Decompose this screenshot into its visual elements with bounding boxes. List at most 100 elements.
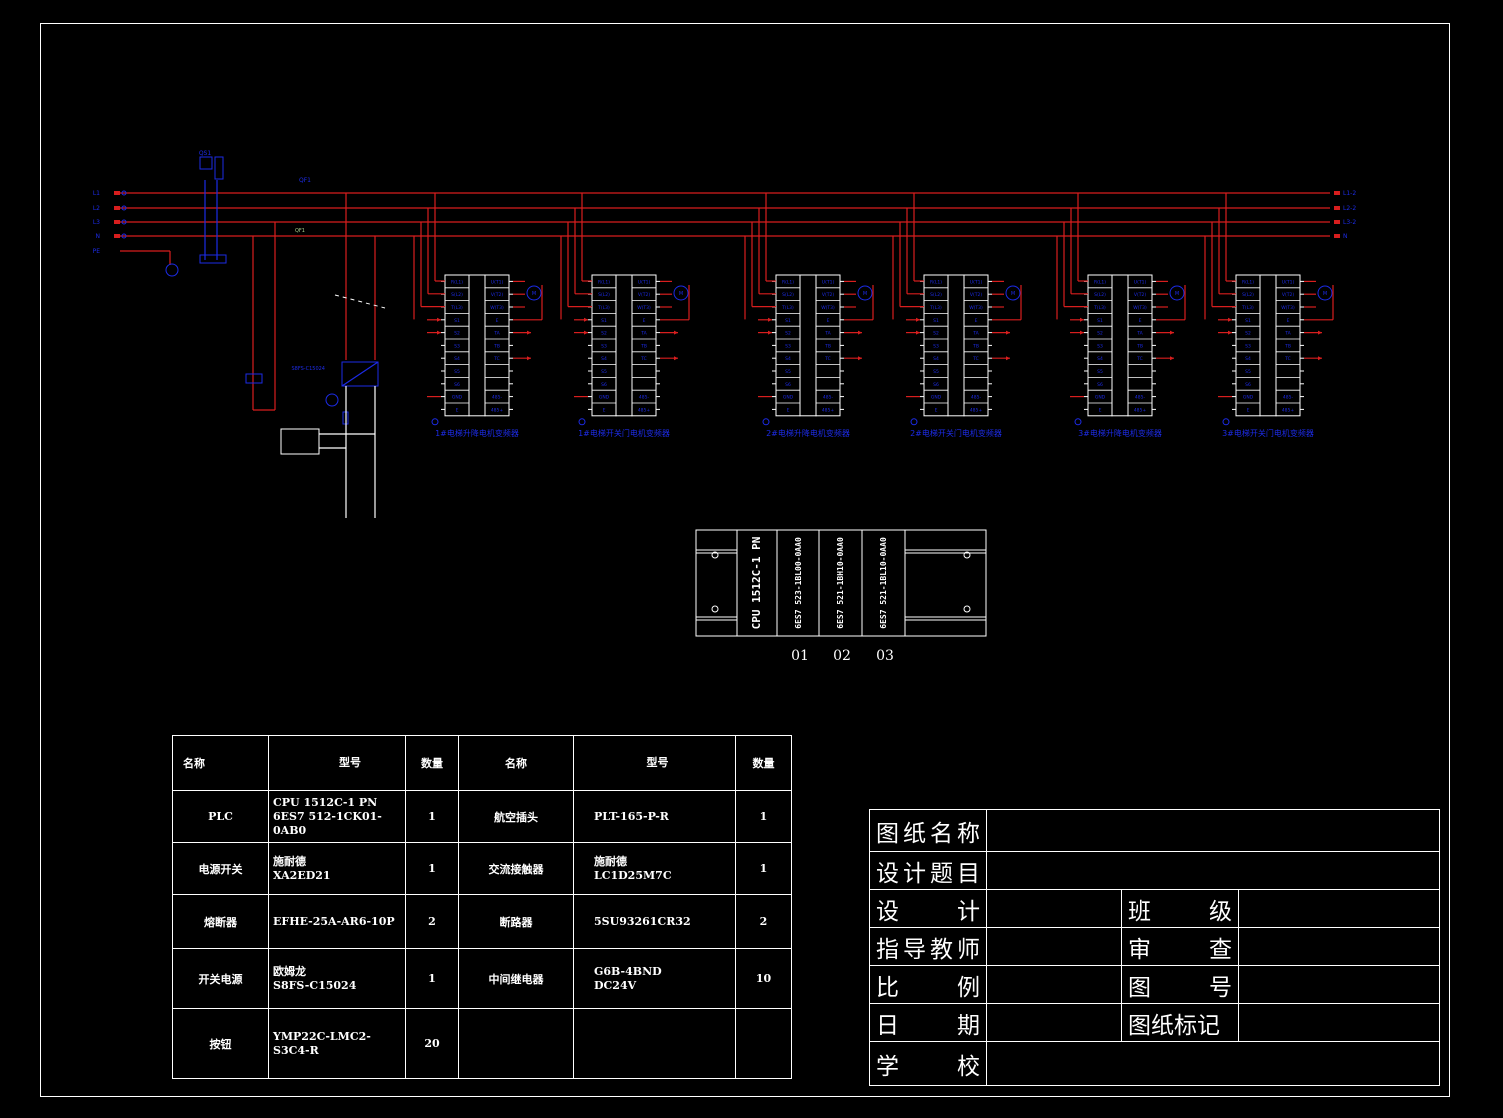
bom-cell-qty2	[735, 1008, 792, 1079]
motor-icon	[1169, 285, 1185, 301]
terminal-arrow-icon	[114, 206, 120, 210]
vfd-left-pin-label: GND	[599, 395, 610, 401]
vfd-left-pin-label: T(L3)	[1241, 305, 1254, 311]
ground-icon	[762, 418, 770, 426]
bom-cell-name2: 航空插头	[458, 790, 574, 843]
vfd-left-pin-label: S(L2)	[598, 292, 610, 298]
vfd-right-pin-label: TC	[493, 356, 500, 362]
terminal-arrow-icon	[114, 234, 120, 238]
vfd-right-pin-label: V(T2)	[1282, 292, 1294, 298]
vfd-right-pin-label: TA	[1136, 331, 1143, 337]
vfd-left-pin-label: S6	[933, 382, 939, 388]
vfd-left-pin-label: T(L3)	[450, 305, 463, 311]
value-scale	[986, 965, 1122, 1004]
motor-label: M	[679, 291, 683, 297]
bom-cell-qty2: 1	[735, 790, 792, 843]
vfd-right-pin-label: TC	[1284, 356, 1291, 362]
title-row-date: 日期 图纸标记	[869, 1003, 1440, 1042]
contactor-coil-icon	[245, 373, 263, 384]
mechanical-link-dashed	[334, 294, 386, 309]
motor-icon	[673, 285, 689, 301]
vfd-body	[799, 274, 817, 417]
value-review	[1238, 927, 1440, 966]
vfd-left-pin-label: S3	[1097, 343, 1103, 349]
motor-label: M	[863, 291, 867, 297]
bom-cell-name: PLC	[172, 790, 269, 843]
mounting-screw-icon	[711, 551, 719, 559]
vfd-left-pin-label: S4	[785, 356, 791, 362]
incoming-line-label: PE	[93, 248, 101, 255]
bom-cell-model: 施耐德 XA2ED21	[268, 842, 406, 895]
vfd-left-pin-label: S2	[1245, 331, 1251, 337]
vfd-right-pin-label: U(T1)	[822, 279, 835, 285]
vfd-left-pin-label: S3	[1245, 343, 1251, 349]
vfd-left-pin-label: S1	[454, 318, 460, 324]
vfd-left-pin-label: GND	[931, 395, 942, 401]
label-review: 审查	[1121, 927, 1239, 966]
vfd-left-pin-label: R(L1)	[930, 279, 942, 285]
bom-cell-name: 按钮	[172, 1008, 269, 1079]
vfd-right-pin-label: E	[975, 318, 978, 324]
value-drawing-mark	[1238, 1003, 1440, 1042]
value-class	[1238, 889, 1440, 928]
title-row-designer: 设计 班级	[869, 889, 1440, 928]
vfd-left-pin-label: R(L1)	[598, 279, 610, 285]
bom-header-qty2: 数量	[735, 735, 792, 791]
vfd-right-pin-label: W(T3)	[1281, 305, 1295, 311]
label-instructor: 指导教师	[869, 927, 987, 966]
incoming-line-label: L3	[93, 219, 100, 226]
value-drawing-no	[1238, 965, 1440, 1004]
mounting-screw-icon	[963, 605, 971, 613]
label-drawing-mark: 图纸标记	[1121, 1003, 1239, 1042]
motor-icon	[857, 285, 873, 301]
vfd-left-pin-label: GND	[1095, 395, 1106, 401]
bom-cell-name2: 交流接触器	[458, 842, 574, 895]
breaker-ref-label: QF1	[295, 228, 305, 234]
vfd-module-label: 3#电梯开关门电机变频器	[1222, 428, 1314, 438]
vfd-right-pin-label: W(T3)	[969, 305, 983, 311]
bom-cell-qty2: 2	[735, 894, 792, 949]
label-class: 班级	[1121, 889, 1239, 928]
vfd-left-pin-label: R(L1)	[1094, 279, 1106, 285]
vfd-left-pin-label: S4	[454, 356, 460, 362]
vfd-right-pin-label: V(T2)	[822, 292, 834, 298]
title-row-school: 学校	[869, 1041, 1440, 1086]
indicator-box	[280, 428, 320, 455]
terminal-arrow-icon	[1334, 206, 1340, 210]
vfd-left-pin-label: S6	[601, 382, 607, 388]
ground-icon	[165, 263, 179, 277]
vfd-left-pin-label: S(L2)	[930, 292, 942, 298]
power-supply-diagonal	[341, 361, 379, 387]
vfd-left-pin-label: S5	[1097, 369, 1103, 375]
main-switch-body-icon	[214, 156, 224, 180]
terminal-icon	[121, 219, 127, 225]
label-designer: 设计	[869, 889, 987, 928]
bom-cell-model2: G6B-4BND DC24V	[573, 948, 736, 1009]
motor-label: M	[532, 291, 536, 297]
bom-cell-qty2: 1	[735, 842, 792, 895]
ground-icon	[910, 418, 918, 426]
vfd-right-pin-label: 485+	[1282, 407, 1295, 413]
plc-module-label: 6ES7 523-1BL00-0AA0	[794, 537, 803, 629]
incoming-line-label: N	[96, 233, 101, 240]
bom-cell-qty: 1	[405, 790, 459, 843]
vfd-left-pin-label: S4	[933, 356, 939, 362]
vfd-left-pin-label: S6	[785, 382, 791, 388]
vfd-right-pin-label: U(T1)	[1282, 279, 1295, 285]
bom-cell-qty: 2	[405, 894, 459, 949]
vfd-left-pin-label: S1	[933, 318, 939, 324]
outgoing-line-label: L2-2	[1343, 205, 1356, 212]
vfd-left-pin-label: S2	[1097, 331, 1103, 337]
plc-rack-outline	[695, 529, 987, 637]
vfd-right-pin-label: TC	[824, 356, 831, 362]
motor-icon	[1317, 285, 1333, 301]
vfd-right-pin-label: 485-	[823, 395, 834, 401]
vfd-left-pin-label: E	[935, 407, 938, 413]
vfd-right-pin-label: 485-	[1135, 395, 1146, 401]
vfd-left-pin-label: S1	[785, 318, 791, 324]
vfd-left-pin-label: R(L1)	[1242, 279, 1254, 285]
value-drawing-name	[986, 809, 1440, 852]
